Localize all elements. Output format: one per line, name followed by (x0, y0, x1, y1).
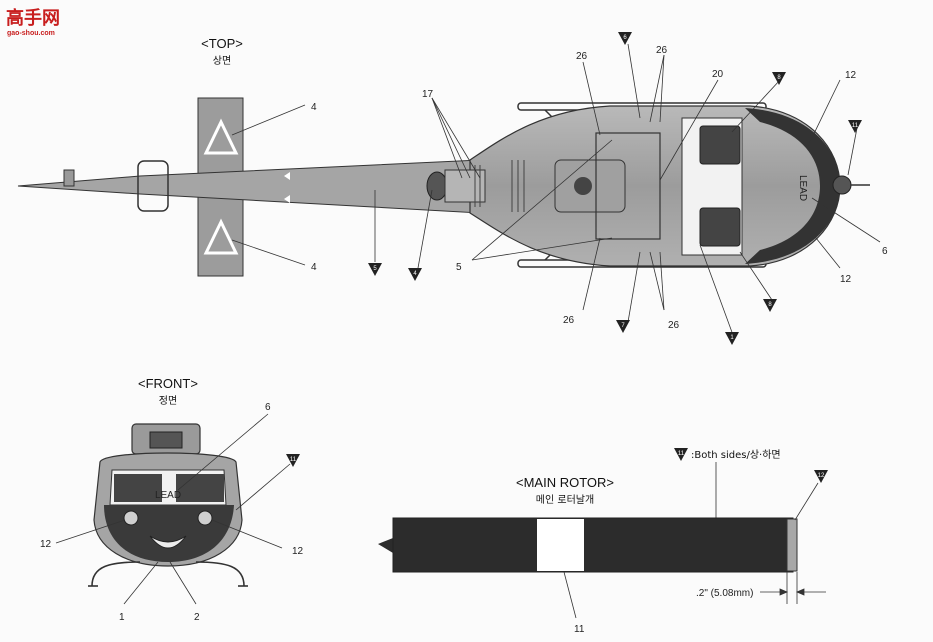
white-band-leader (563, 571, 577, 619)
callout-tail-lower: 4 (311, 262, 317, 273)
front-skids (88, 561, 248, 587)
tail-rotor-gearbox (63, 169, 75, 187)
nose-searchlight (832, 175, 852, 195)
tail-boom (17, 159, 481, 214)
callout-mid-bottom: 26 (668, 320, 680, 331)
svg-text:11: 11 (678, 451, 685, 457)
triangle-marker-canopy-top: 8 (772, 72, 786, 85)
exhaust-outlet (426, 171, 448, 201)
rotor-callout-white-band: 11 (574, 624, 585, 635)
callout-right-bottom: 12 (840, 274, 852, 285)
triangle-marker-boom: 5 (368, 263, 382, 276)
front-callout-top: 6 (265, 402, 271, 413)
note-triangle-marker (674, 448, 688, 461)
front-callout-bottom-right: 2 (194, 612, 200, 623)
rotor-view-subtitle: 메인 로터날개 (536, 494, 594, 506)
triangle-marker-tailcone: 4 (408, 268, 422, 281)
nose-lead-marking: LEAD (797, 175, 808, 201)
watermark-url: gao-shou.com (7, 30, 55, 37)
front-callout-bottom-left: 1 (119, 612, 125, 623)
top-triangle-markers: 5 4 6 7 8 8 11 1 (368, 32, 862, 345)
front-callout-labels: 6 12 12 1 2 (40, 402, 304, 623)
svg-text:1: 1 (730, 335, 734, 341)
front-light-left (123, 510, 139, 526)
rotor-tip-triangle-marker (814, 470, 828, 483)
black-nose (745, 108, 840, 264)
rotor-note: 11 :Both sides/상·하면 (674, 448, 781, 461)
rotor-blade (392, 517, 794, 573)
tail-skid-guard (137, 160, 169, 212)
rotor-tip-stripe (786, 518, 798, 572)
watermark-brand: 高手网 (6, 7, 60, 28)
svg-text:7: 7 (621, 323, 625, 329)
front-lead-marking: LEAD (155, 490, 181, 501)
front-light-right (197, 510, 213, 526)
top-callout-lines (231, 43, 881, 336)
svg-text:11: 11 (852, 123, 859, 129)
triangle-marker-upper-door: 6 (618, 32, 632, 45)
rotor-white-band (537, 519, 584, 571)
note-text: :Both sides/상·하면 (691, 448, 781, 461)
lower-windshield (699, 207, 741, 247)
stabilizer-triangle-marking-top (203, 118, 239, 155)
svg-text:4: 4 (413, 271, 417, 277)
svg-text:6: 6 (623, 35, 627, 41)
tip-marker-leader (794, 482, 819, 521)
svg-text:12: 12 (818, 473, 825, 479)
rotor-mast (574, 177, 592, 195)
svg-text:8: 8 (768, 302, 772, 308)
callout-mid-top: 26 (656, 45, 668, 56)
front-view-title: <FRONT> (138, 376, 198, 391)
svg-text:8: 8 (777, 75, 781, 81)
callout-left-bottom: 26 (563, 315, 575, 326)
front-windshield-left (114, 474, 162, 502)
main-rotor-view: <MAIN ROTOR> 메인 로터날개 11 :Both sides/상·하면… (378, 448, 828, 635)
tip-dimension-label: .2" (5.08mm) (696, 588, 753, 599)
callout-antenna: 20 (712, 69, 724, 80)
engine-cowling (444, 169, 486, 203)
rotor-view-title: <MAIN ROTOR> (516, 475, 614, 490)
triangle-marker-canopy-bottom: 8 (763, 299, 777, 312)
front-triangle-marker: 11 (286, 454, 300, 467)
front-view-subtitle: 정면 (159, 395, 177, 407)
svg-text:11: 11 (290, 457, 297, 463)
front-callout-right: 12 (292, 546, 304, 557)
svg-text:5: 5 (373, 266, 377, 272)
callout-nose: 6 (882, 246, 888, 257)
front-callout-left: 12 (40, 539, 52, 550)
triangle-marker-lower-door: 7 (616, 320, 630, 333)
rotor-root-tab (378, 538, 393, 553)
top-view: <TOP> 상면 (17, 32, 888, 345)
front-view: <FRONT> 정면 LEAD 6 12 12 (40, 376, 304, 623)
triangle-marker-side-panel: 1 (725, 332, 739, 345)
top-callout-labels: 4 4 17 5 26 26 26 26 20 12 12 6 (311, 45, 888, 331)
callout-exhaust: 17 (422, 89, 434, 100)
front-intake (149, 431, 183, 449)
boom-marking-upper (284, 172, 290, 180)
triangle-marker-nose-top: 11 (848, 120, 862, 133)
callout-tail-upper: 4 (311, 102, 317, 113)
callout-right-top: 12 (845, 70, 857, 81)
callout-rear-panel: 5 (456, 262, 462, 273)
upper-windshield (699, 125, 741, 165)
front-windshield-right (176, 474, 224, 502)
stabilizer-triangle-marking-bottom (203, 218, 239, 255)
cabin-roof-panel (595, 132, 661, 240)
boom-marking-lower (284, 195, 290, 203)
cooling-grilles (474, 160, 525, 212)
top-view-subtitle: 상면 (213, 55, 231, 67)
front-callout-lines (55, 413, 291, 605)
shark-mouth-marking (149, 535, 187, 549)
callout-left-top: 26 (576, 51, 588, 62)
tip-dimension (760, 572, 826, 604)
top-view-title: <TOP> (201, 36, 243, 51)
watermark-logo: 高手网 gao-shou.com (6, 7, 60, 37)
